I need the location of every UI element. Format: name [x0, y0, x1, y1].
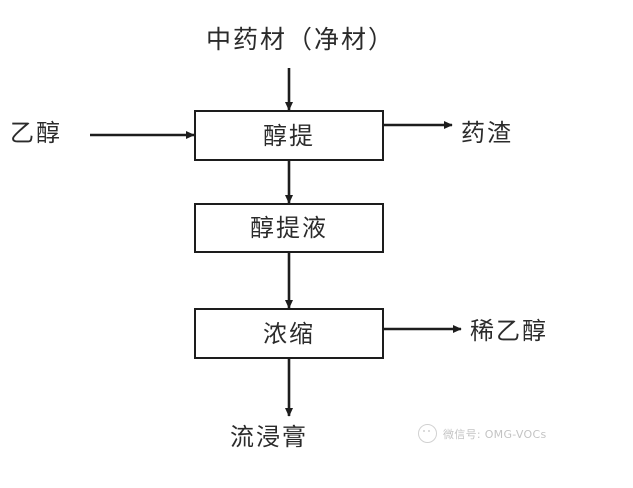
node-alcohol-extract-liquid-label: 醇提液 — [250, 214, 328, 242]
node-concentration: 浓缩 — [194, 308, 384, 359]
label-fluid-extract: 流浸膏 — [230, 423, 308, 451]
watermark: 微信号: OMG-VOCs — [418, 424, 547, 443]
node-concentration-label: 浓缩 — [263, 319, 315, 348]
label-residue: 药渣 — [461, 119, 513, 147]
node-alcohol-extraction: 醇提 — [194, 110, 384, 161]
node-alcohol-extract-liquid: 醇提液 — [194, 203, 384, 253]
label-raw-material: 中药材（净材） — [206, 25, 396, 54]
label-ethanol: 乙醇 — [10, 119, 62, 147]
node-alcohol-extraction-label: 醇提 — [263, 121, 315, 150]
wechat-icon — [418, 424, 437, 443]
watermark-text: 微信号: OMG-VOCs — [443, 427, 547, 441]
label-dilute-ethanol: 稀乙醇 — [470, 317, 548, 345]
